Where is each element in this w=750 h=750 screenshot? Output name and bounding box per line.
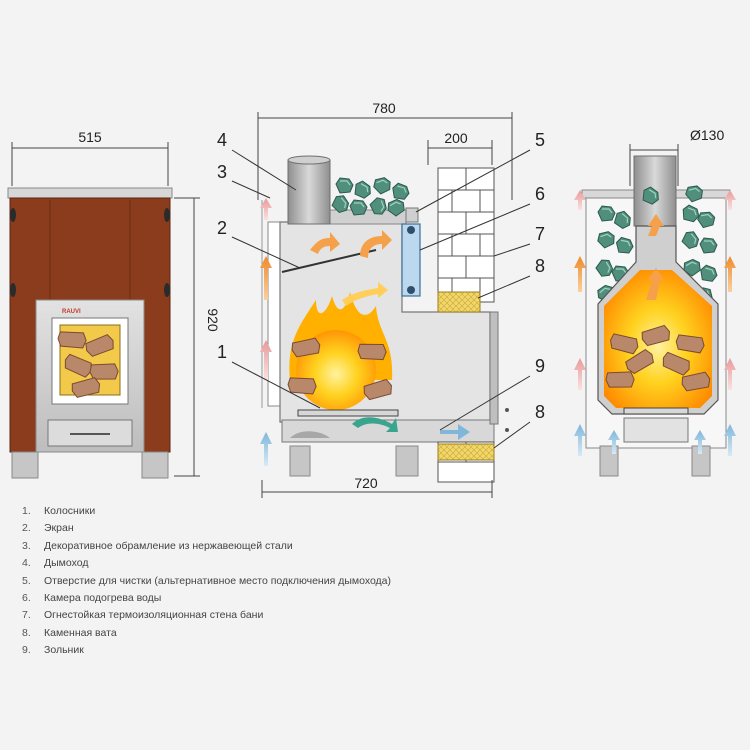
callout-8-top: 8 [535,256,545,276]
legend-item: 2.Экран [22,522,74,535]
legend-item: 3.Декоративное обрамление из нержавеющей… [22,539,293,552]
stone-wool-bottom [437,443,495,461]
callout-7: 7 [535,224,545,244]
dim-total-depth: 780 [372,100,396,116]
dim-wall-gap: 200 [444,130,468,146]
door-brand: RAUVI [62,309,81,315]
ash-drawer [47,419,133,447]
callout-6: 6 [535,184,545,204]
legend-list: 1.Колосники 2.Экран 3.Декоративное обрам… [22,503,722,660]
legend-item: 1.Колосники [22,505,96,517]
water-chamber [401,223,421,297]
chimney-pipe [287,159,331,225]
side-section-view: 780 200 [257,100,513,498]
fire [286,292,394,410]
foot-right [141,451,169,479]
callouts: 4 3 2 1 5 6 7 8 9 8 [217,130,545,449]
legend-item: 4.Дымоход [22,557,89,570]
callout-5: 5 [535,130,545,150]
legend-item: 6.Камера подогрева воды [22,591,162,604]
airflow-arrows [260,198,470,466]
outer-casing-front [267,221,281,407]
legend-item: 8.Каменная вата [22,626,117,639]
dim-height: 920 [205,308,221,332]
dim-chimney-diameter: Ø130 [690,127,724,143]
grate [297,409,399,417]
callout-9: 9 [535,356,545,376]
legend-item: 5.Отверстие для чистки (альтернативное м… [22,574,392,587]
front-view: 515 RAUVI 920 [7,129,221,479]
legend-item: 7.Огнестойкая термоизоляционная стена ба… [22,609,264,622]
dim-base-depth: 720 [354,475,378,491]
callout-3: 3 [217,162,227,182]
top-plate [7,187,173,199]
callout-8-bottom: 8 [535,402,545,422]
callout-1: 1 [217,342,227,362]
legend-item: 9.Зольник [22,644,84,657]
stone-wool-top [437,291,481,313]
dim-front-width: 515 [78,129,102,145]
front-section-view: Ø130 [574,127,736,477]
callout-4: 4 [217,130,227,150]
callout-2: 2 [217,218,227,238]
foot-left [11,451,39,479]
